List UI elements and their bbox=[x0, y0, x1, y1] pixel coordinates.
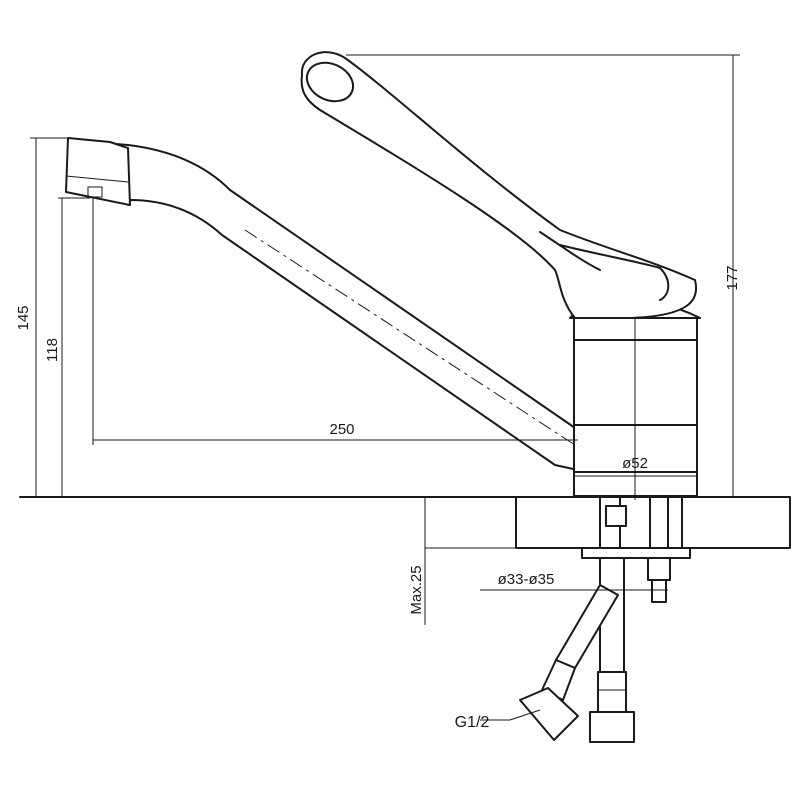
dimension-lines bbox=[30, 54, 740, 721]
label-body-diameter: ø52 bbox=[622, 455, 648, 472]
faucet-body bbox=[569, 280, 701, 500]
label-spout-clearance: 118 bbox=[44, 338, 61, 362]
lever-handle bbox=[300, 51, 698, 319]
label-spout-height: 145 bbox=[15, 305, 32, 330]
label-connection-thread: G1/2 bbox=[455, 714, 490, 731]
label-total-height: 177 bbox=[724, 265, 741, 290]
countertop bbox=[19, 496, 791, 549]
label-max-thickness: Max.25 bbox=[408, 565, 425, 614]
supply-hoses bbox=[519, 557, 635, 743]
label-spout-reach: 250 bbox=[329, 421, 354, 438]
spout bbox=[65, 137, 579, 471]
label-hole-diameter: ø33-ø35 bbox=[498, 571, 555, 588]
mounting-assembly bbox=[581, 496, 691, 603]
